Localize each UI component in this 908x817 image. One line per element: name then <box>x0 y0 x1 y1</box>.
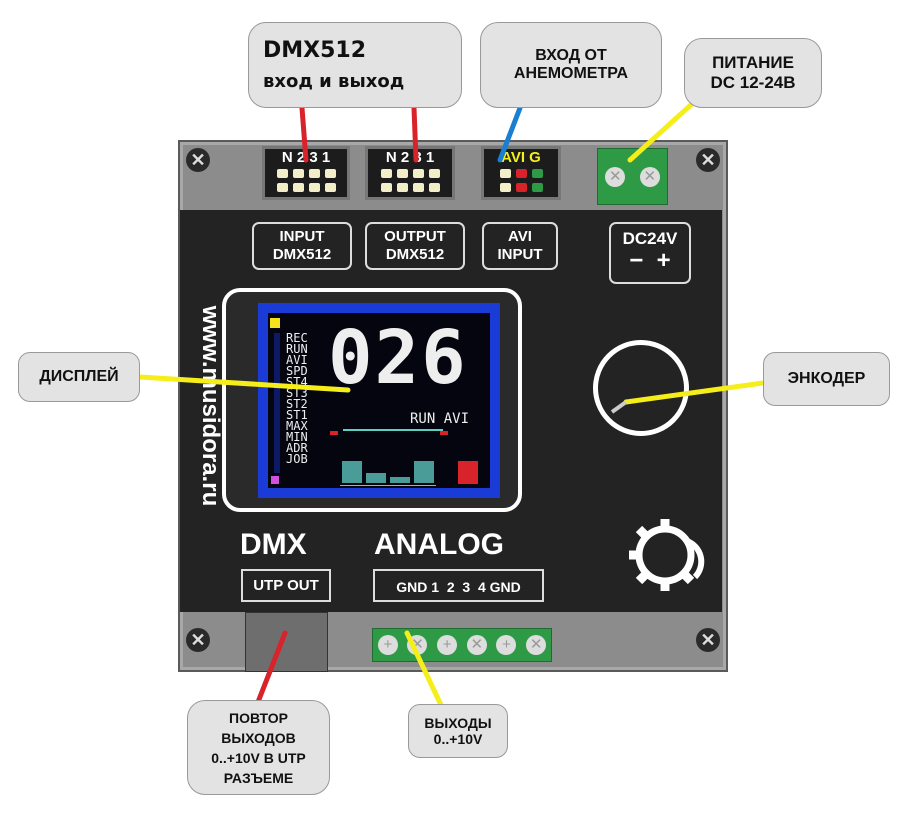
label-line: DMX512 <box>272 246 332 263</box>
callout-anemometer: ВХОД ОТ АНЕМОМЕТРА <box>480 22 662 108</box>
avi-connector: AVI G <box>481 146 561 200</box>
callout-text: РАЗЪЕМЕ <box>223 769 294 786</box>
marker <box>330 431 338 435</box>
minus-icon: − <box>629 247 644 274</box>
marker <box>440 431 448 435</box>
screen-menu-item: ST2 <box>286 397 308 411</box>
dmx-output-connector: N 2 3 1 <box>365 146 455 200</box>
callout-text: DMX512 <box>263 38 367 63</box>
terminal-screw-icon: ✕ <box>466 635 487 655</box>
callout-text: ВЫХОДОВ <box>221 729 296 746</box>
label-line: INPUT <box>279 228 325 245</box>
analog-output-terminal: +✕+✕+✕ <box>372 628 552 662</box>
indicator-magenta <box>271 476 279 484</box>
callout-text: ВЫХОДЫ <box>424 715 492 731</box>
callout-outputs: ВЫХОДЫ 0..+10V <box>408 704 508 758</box>
screw-icon: ✕ <box>696 148 720 172</box>
plus-icon: + <box>656 247 671 274</box>
screen-status: RUN AVI <box>410 411 470 427</box>
screw-icon: ✕ <box>186 148 210 172</box>
dmx-heading: DMX <box>240 528 307 561</box>
screen-menu-item: ST1 <box>286 408 308 422</box>
leader-encoder <box>623 380 766 405</box>
screen-menu-item: RUN <box>286 342 308 356</box>
screen-menu-item: ADR <box>286 441 308 455</box>
label-line: AVI <box>508 228 532 245</box>
screen-bar <box>342 460 362 483</box>
screen-menu-item: ST3 <box>286 386 308 400</box>
callout-text: 0..+10V В UTP <box>211 749 306 766</box>
leader-outputs <box>404 630 444 708</box>
terminal-screw-icon: + <box>377 635 398 655</box>
screen-menu-item: MIN <box>286 430 308 444</box>
callout-text: вход и выход <box>263 71 405 92</box>
utp-out-label: UTP OUT <box>241 569 331 602</box>
screen-bar <box>414 460 434 483</box>
label-line: OUTPUT <box>384 228 446 245</box>
screen-menu-item: JOB <box>286 452 308 466</box>
indicator-red <box>458 461 478 484</box>
screen-menu-item: REC <box>286 331 308 345</box>
callout-encoder: ЭНКОДЕР <box>763 352 890 406</box>
dc24v-label: DC24V− + <box>609 222 691 284</box>
screen-bar <box>366 472 386 483</box>
label-line: DC24V <box>622 229 678 248</box>
pin-labels: AVI G <box>501 149 541 166</box>
callout-power: ПИТАНИЕ DC 12-24В <box>684 38 822 108</box>
indicator-yellow <box>270 318 280 328</box>
terminal-screw-icon: ✕ <box>526 635 547 655</box>
screen-bar <box>390 477 410 483</box>
callout-text: ВХОД ОТ <box>535 47 607 64</box>
terminal-screw-icon: + <box>437 635 458 655</box>
encoder-knob[interactable] <box>593 340 689 436</box>
pin-labels: N 2 3 1 <box>385 149 435 166</box>
screw-icon: ✕ <box>696 628 720 652</box>
screw-icon: ✕ <box>186 628 210 652</box>
leader-utp <box>255 630 288 705</box>
bar-area <box>340 453 436 483</box>
analog-pins-label: GND 1 2 3 4 GND <box>373 569 544 602</box>
label-line: DMX512 <box>385 246 445 263</box>
terminal-screw-icon: ✕ <box>639 166 660 187</box>
screen-value: 026 <box>328 315 468 401</box>
screen-menu-item: MAX <box>286 419 308 433</box>
leader-power <box>627 100 696 163</box>
callout-dmx: DMX512 вход и выход <box>248 22 462 108</box>
screen-line <box>343 429 443 431</box>
label-line: INPUT <box>497 246 543 263</box>
leader-dmx-in <box>299 105 309 163</box>
leader-display <box>137 374 351 393</box>
level-bar <box>274 333 280 473</box>
callout-text: ПИТАНИЕ <box>712 53 794 72</box>
settings-gear-icon[interactable] <box>625 515 711 595</box>
callout-text: 0..+10V <box>433 731 483 747</box>
leader-avi <box>497 105 523 163</box>
callout-text: АНЕМОМЕТРА <box>513 65 629 82</box>
leader-dmx-out <box>411 105 419 163</box>
utp-port <box>245 612 328 672</box>
terminal-screw-icon: + <box>496 635 517 655</box>
bar-baseline <box>340 485 436 486</box>
screen-menu-item: AVI <box>286 353 308 367</box>
terminal-screw-icon: ✕ <box>605 166 626 187</box>
callout-display: ДИСПЛЕЙ <box>18 352 140 402</box>
callout-utp-repeat: ПОВТОР ВЫХОДОВ 0..+10V В UTP РАЗЪЕМЕ <box>187 700 330 795</box>
callout-text: DC 12-24В <box>710 73 796 92</box>
analog-heading: ANALOG <box>374 528 504 561</box>
callout-text: ПОВТОР <box>229 709 288 726</box>
screen-menu-item: SPD <box>286 364 308 378</box>
